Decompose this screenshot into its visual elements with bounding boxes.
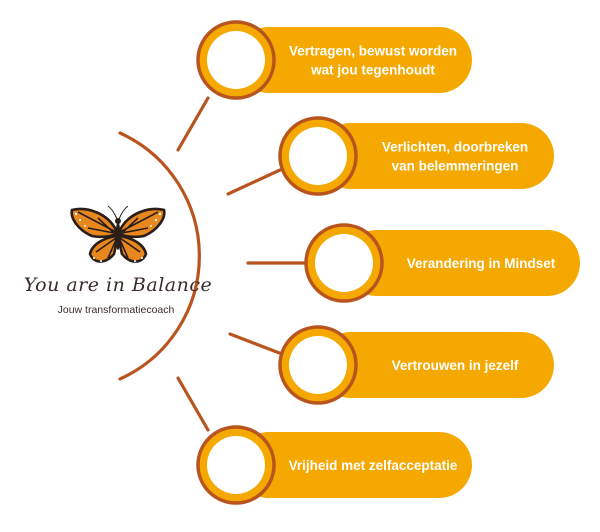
arc-line (118, 131, 201, 381)
connector-spokes (176, 96, 308, 432)
connector-line (228, 332, 284, 356)
butterfly-veins (77, 211, 159, 259)
central-arc (118, 131, 201, 381)
butterfly-antenna (107, 205, 129, 220)
step-label: Vertragen, bewust worden (289, 44, 457, 59)
butterfly-head (115, 218, 121, 224)
step-label: van belemmeringen (392, 159, 519, 174)
connector-line (176, 96, 210, 152)
connector-line (226, 168, 282, 196)
step-circle (289, 336, 347, 394)
step-pill (318, 123, 554, 189)
butterfly-body (115, 222, 121, 250)
step-pill (236, 27, 472, 93)
butterfly-icon (70, 205, 166, 263)
step-circle (207, 31, 265, 89)
butterfly-outline (70, 207, 166, 263)
step-item: Vertrouwen in jezelf (278, 325, 554, 405)
step-label: Verlichten, doorbreken (382, 140, 528, 155)
step-pill (344, 230, 580, 296)
brand-logo: You are in Balance Jouw transformatiecoa… (24, 205, 212, 316)
step-list: Vertragen, bewust worden wat jou tegenhou… (196, 20, 580, 505)
brand-tagline: Jouw transformatiecoach (58, 304, 175, 316)
butterfly-dots (74, 212, 162, 262)
step-item: Verandering in Mindset (304, 223, 580, 303)
step-item: Vrijheid met zelfacceptatie (196, 425, 472, 505)
step-label: Vertrouwen in jezelf (392, 358, 519, 373)
step-item: Verlichten, doorbreken van belemmeringen (278, 116, 554, 196)
connector-line (176, 376, 210, 432)
step-label: Vrijheid met zelfacceptatie (289, 458, 458, 473)
brand-name: You are in Balance (24, 274, 212, 296)
step-label: Verandering in Mindset (407, 256, 556, 271)
step-label: wat jou tegenhoudt (310, 63, 435, 78)
step-circle (315, 234, 373, 292)
step-pill (236, 432, 472, 498)
step-item: Vertragen, bewust worden wat jou tegenhou… (196, 20, 472, 100)
step-pill (318, 332, 554, 398)
step-circle (289, 127, 347, 185)
step-circle (207, 436, 265, 494)
